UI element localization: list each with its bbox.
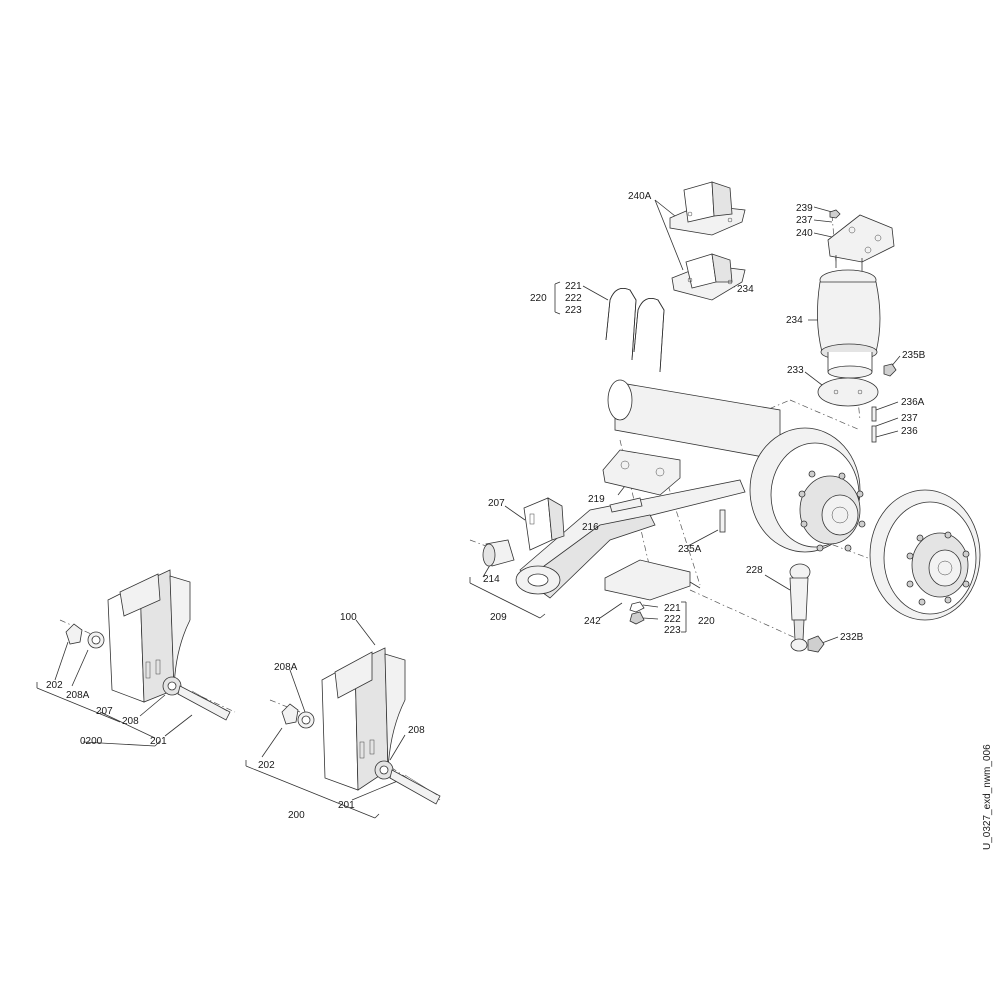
axle-seat-242	[604, 559, 701, 625]
middle-fasteners	[281, 703, 441, 805]
label-207-upper: 207	[488, 498, 505, 509]
label-235B: 235B	[902, 350, 926, 361]
leaf-spring-arm	[515, 479, 746, 599]
spring-seat-219	[602, 449, 681, 496]
label-234-spring: 234	[786, 315, 803, 326]
leader-lines	[36, 199, 901, 819]
label-209: 209	[490, 612, 507, 623]
label-233: 233	[787, 365, 804, 376]
label-100: 100	[340, 612, 357, 623]
brake-drum	[749, 427, 866, 553]
label-208-middle: 208	[408, 725, 425, 736]
label-223-top: 223	[565, 305, 582, 316]
hanger-bracket-left	[107, 569, 191, 703]
label-208A-middle: 208A	[274, 662, 298, 673]
label-216: 216	[582, 522, 599, 533]
label-0200: 0200	[80, 736, 103, 747]
label-223-lower: 223	[664, 625, 681, 636]
label-201-middle: 201	[338, 800, 355, 811]
label-222-top: 222	[565, 293, 582, 304]
label-200: 200	[288, 810, 305, 821]
part-labels: 240A 239 237 240 221 222 220 223 234 234…	[46, 191, 926, 821]
label-221-lower: 221	[664, 603, 681, 614]
hanger-bracket-207	[523, 497, 565, 551]
label-240: 240	[796, 228, 813, 239]
label-236: 236	[901, 426, 918, 437]
u-bolts	[605, 287, 665, 373]
label-214: 214	[483, 574, 500, 585]
upper-bracket-240A	[669, 181, 746, 301]
label-221-top: 221	[565, 281, 582, 292]
shock-absorber-228	[789, 563, 825, 653]
label-220-top: 220	[530, 293, 547, 304]
label-240A: 240A	[628, 191, 652, 202]
label-222-lower: 222	[664, 614, 681, 625]
bushing-214	[482, 539, 515, 567]
label-220-lower: 220	[698, 616, 715, 627]
air-spring-234	[817, 269, 897, 443]
label-234-bracket: 234	[737, 284, 754, 295]
label-219: 219	[588, 494, 605, 505]
label-201-left: 201	[150, 736, 167, 747]
label-208-left: 208	[122, 716, 139, 727]
label-235A: 235A	[678, 544, 702, 555]
label-228: 228	[746, 565, 763, 576]
label-232B: 232B	[840, 632, 864, 643]
brake-disc	[869, 489, 981, 621]
label-239: 239	[796, 203, 813, 214]
left-fasteners	[65, 623, 231, 721]
label-207-left: 207	[96, 706, 113, 717]
top-plate-240	[827, 209, 895, 272]
label-242: 242	[584, 616, 601, 627]
drawing-id: U_0327_exd_nwm_006	[982, 744, 993, 850]
label-208A-left: 208A	[66, 690, 90, 701]
label-237-lower: 237	[901, 413, 918, 424]
label-202-middle: 202	[258, 760, 275, 771]
axle-beam	[607, 379, 781, 461]
label-202-left: 202	[46, 680, 63, 691]
bolt-235A	[719, 509, 726, 533]
label-237-top: 237	[796, 215, 813, 226]
label-236A: 236A	[901, 397, 925, 408]
